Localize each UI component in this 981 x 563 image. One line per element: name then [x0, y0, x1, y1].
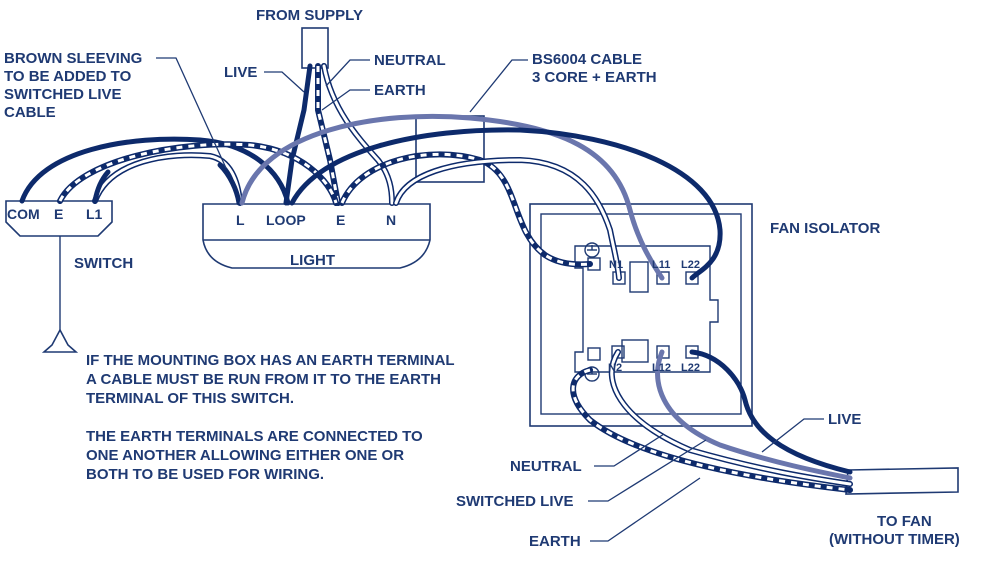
pull-cord-handle	[41, 328, 79, 353]
label-live-top: LIVE	[224, 64, 257, 81]
label-fan-isolator: FAN ISOLATOR	[770, 220, 880, 237]
label-from-supply: FROM SUPPLY	[256, 7, 363, 24]
label-earth-bottom: EARTH	[529, 533, 581, 550]
fan-cable-sheath	[845, 467, 959, 495]
switch-l1-brown-sleeve	[92, 169, 111, 204]
supply-neutral-wire	[322, 64, 394, 205]
label-brown-sleeving-2: TO BE ADDED TO	[4, 68, 132, 85]
supply-live-wire	[283, 63, 313, 206]
label-live-right: LIVE	[828, 411, 861, 428]
note-line-3: TERMINAL OF THIS SWITCH.	[86, 390, 294, 407]
label-switch: SWITCH	[74, 255, 133, 272]
fan-switched-live-wire	[655, 349, 853, 481]
neutral-to-isolator	[394, 158, 621, 280]
label-earth-top: EARTH	[374, 82, 426, 99]
light-terminal-loop: LOOP	[266, 212, 306, 228]
note-line-6: BOTH TO BE USED FOR WIRING.	[86, 466, 324, 483]
isolator-terminal-l11: L11	[652, 259, 670, 271]
label-light: LIGHT	[290, 252, 335, 269]
light-terminal-n: N	[386, 212, 396, 228]
switch-com-wire	[19, 136, 291, 206]
label-bs6004-1: BS6004 CABLE	[532, 51, 642, 68]
earth-to-isolator	[340, 152, 591, 266]
supply-cable-sheath	[301, 27, 329, 69]
note-line-1: IF THE MOUNTING BOX HAS AN EARTH TERMINA…	[86, 352, 455, 369]
label-to-fan-1: TO FAN	[877, 513, 932, 530]
pull-cord-switch	[5, 200, 113, 353]
switch-terminal-com: COM	[7, 206, 40, 222]
label-neutral-bottom: NEUTRAL	[510, 458, 582, 475]
isolator-terminal-l22-top: L22	[681, 259, 700, 271]
label-bs6004-2: 3 CORE + EARTH	[532, 69, 657, 86]
label-to-fan-2: (WITHOUT TIMER)	[829, 531, 960, 548]
switch-terminal-e: E	[54, 206, 63, 222]
switched-live-to-isolator	[239, 113, 665, 281]
isolator-terminal-n1: N1	[609, 259, 623, 271]
isolator-terminal-l12: L12	[652, 362, 671, 374]
light-terminal-l: L	[236, 212, 245, 228]
isolator-terminal-n2: N2	[608, 362, 622, 374]
switch-terminal-l1: L1	[86, 206, 103, 222]
note-line-2: A CABLE MUST BE RUN FROM IT TO THE EARTH	[86, 371, 441, 388]
switch-l1-wire	[93, 153, 242, 205]
label-switched-live: SWITCHED LIVE	[456, 493, 574, 510]
note-line-4: THE EARTH TERMINALS ARE CONNECTED TO	[86, 428, 423, 445]
fan-earth-wire	[571, 368, 851, 492]
label-brown-sleeving-1: BROWN SLEEVING	[4, 50, 142, 67]
label-neutral-top: NEUTRAL	[374, 52, 446, 69]
label-brown-sleeving-4: CABLE	[4, 104, 56, 121]
note-line-5: ONE ANOTHER ALLOWING EITHER ONE OR	[86, 447, 404, 464]
light-terminal-e: E	[336, 212, 345, 228]
isolator-terminal-l22-bottom: L22	[681, 362, 700, 374]
live-to-isolator	[289, 127, 723, 281]
fan-live-wire	[689, 349, 853, 475]
light-fitting	[202, 203, 431, 269]
light-l-brown-sleeve	[217, 162, 242, 206]
label-brown-sleeving-3: SWITCHED LIVE	[4, 86, 122, 103]
